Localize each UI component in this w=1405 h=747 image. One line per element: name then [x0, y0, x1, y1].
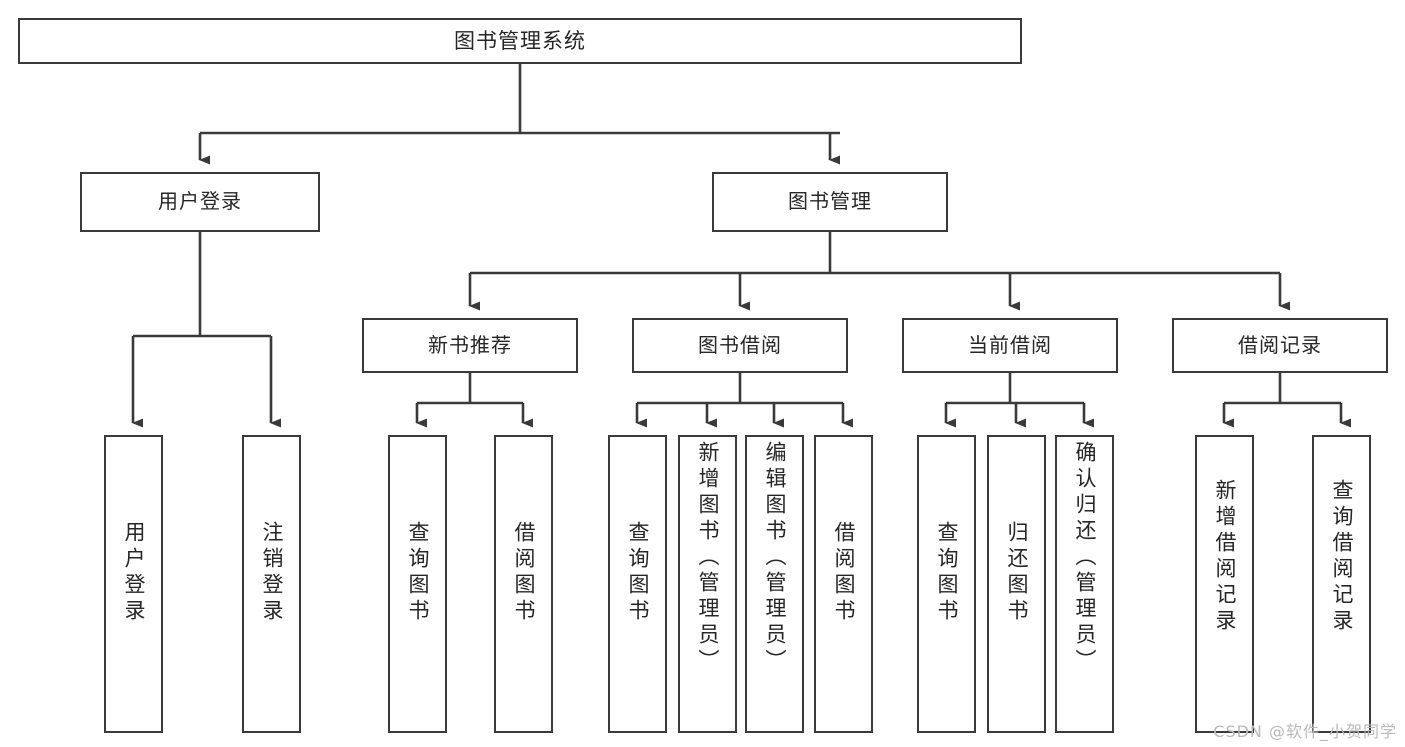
node-label: 新书推荐 — [428, 332, 512, 357]
leaf-current-borrow-query-book[interactable]: 查询图书 — [917, 435, 976, 733]
node-label: 确认归还（管理员） — [1073, 441, 1097, 675]
node-new-book-recommend[interactable]: 新书推荐 — [362, 318, 578, 373]
node-label: 图书管理系统 — [454, 28, 586, 53]
node-label: 查询图书 — [406, 521, 430, 625]
node-book-management[interactable]: 图书管理 — [712, 172, 948, 232]
leaf-book-borrow-borrow-book[interactable]: 借阅图书 — [814, 435, 873, 733]
node-borrow-records[interactable]: 借阅记录 — [1172, 318, 1388, 373]
node-label: 新增借阅记录 — [1213, 479, 1237, 635]
leaf-book-borrow-add-book-admin[interactable]: 新增图书（管理员） — [678, 435, 737, 733]
node-label: 图书借阅 — [698, 332, 782, 357]
node-label: 借阅记录 — [1238, 332, 1322, 357]
leaf-current-borrow-confirm-return-admin[interactable]: 确认归还（管理员） — [1055, 435, 1114, 733]
node-label: 新增图书（管理员） — [696, 441, 720, 675]
node-label: 编辑图书（管理员） — [763, 441, 787, 675]
leaf-user-login-login[interactable]: 用户登录 — [104, 435, 163, 733]
leaf-user-login-logout[interactable]: 注销登录 — [242, 435, 301, 733]
node-label: 查询借阅记录 — [1330, 479, 1354, 635]
node-label: 当前借阅 — [968, 332, 1052, 357]
node-label: 图书管理 — [788, 189, 872, 214]
node-user-login[interactable]: 用户登录 — [80, 172, 320, 232]
node-current-borrow[interactable]: 当前借阅 — [902, 318, 1118, 373]
leaf-book-borrow-edit-book-admin[interactable]: 编辑图书（管理员） — [745, 435, 804, 733]
leaf-borrow-records-add-record[interactable]: 新增借阅记录 — [1195, 435, 1254, 733]
node-label: 借阅图书 — [512, 521, 536, 625]
node-label: 用户登录 — [158, 189, 242, 214]
leaf-borrow-records-query-record[interactable]: 查询借阅记录 — [1312, 435, 1371, 733]
watermark-text: CSDN @软件_小贺同学 — [1213, 722, 1397, 741]
node-label: 查询图书 — [626, 521, 650, 625]
leaf-new-book-query-book[interactable]: 查询图书 — [388, 435, 447, 733]
node-book-borrow[interactable]: 图书借阅 — [632, 318, 848, 373]
node-root-book-management-system[interactable]: 图书管理系统 — [18, 18, 1022, 64]
node-label: 借阅图书 — [832, 521, 856, 625]
leaf-new-book-borrow-book[interactable]: 借阅图书 — [494, 435, 553, 733]
node-label: 用户登录 — [122, 521, 146, 625]
node-label: 归还图书 — [1005, 521, 1029, 625]
node-label: 查询图书 — [935, 521, 959, 625]
node-label: 注销登录 — [260, 521, 284, 625]
leaf-current-borrow-return-book[interactable]: 归还图书 — [987, 435, 1046, 733]
leaf-book-borrow-query-book[interactable]: 查询图书 — [608, 435, 667, 733]
